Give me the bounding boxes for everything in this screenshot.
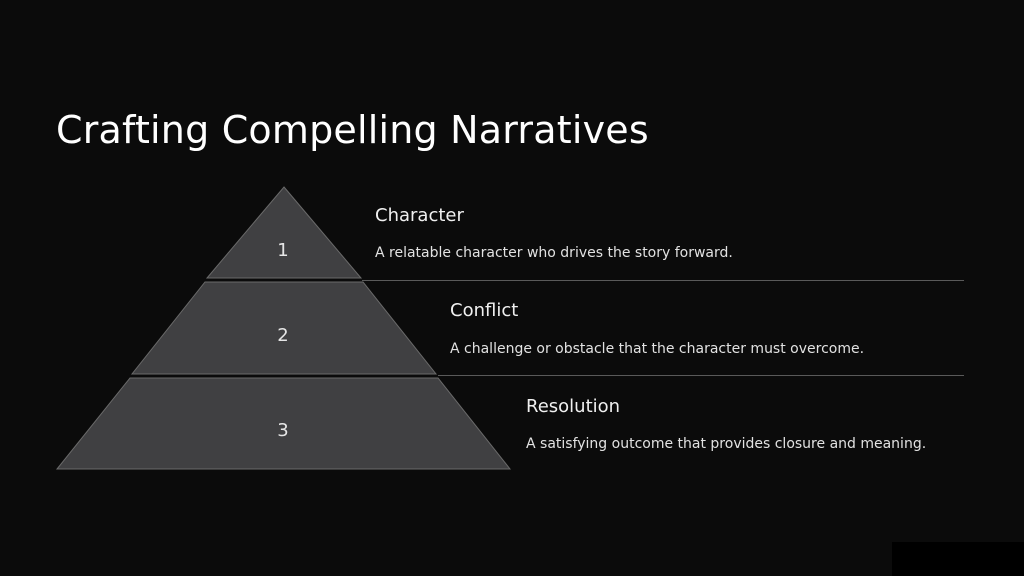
corner-overlay: [892, 542, 1024, 576]
tier-3-description: A satisfying outcome that provides closu…: [526, 436, 927, 452]
pyramid-tier-1: [205, 186, 363, 279]
tier-number-3: 3: [277, 420, 288, 441]
tier-2-divider: [438, 375, 964, 376]
pyramid-tier-2: [130, 281, 438, 375]
tier-number-2: 2: [277, 325, 288, 346]
tier-number-1: 1: [277, 240, 288, 261]
tier-1-divider: [362, 280, 964, 281]
pyramid-tier-3: [55, 377, 512, 470]
tier-2-heading: Conflict: [450, 300, 519, 321]
tier-1-heading: Character: [375, 205, 464, 226]
tier-3-heading: Resolution: [526, 396, 621, 417]
tier-2-description: A challenge or obstacle that the charact…: [450, 341, 865, 357]
slide-title: Crafting Compelling Narratives: [56, 108, 649, 152]
tier-1-description: A relatable character who drives the sto…: [375, 245, 733, 261]
